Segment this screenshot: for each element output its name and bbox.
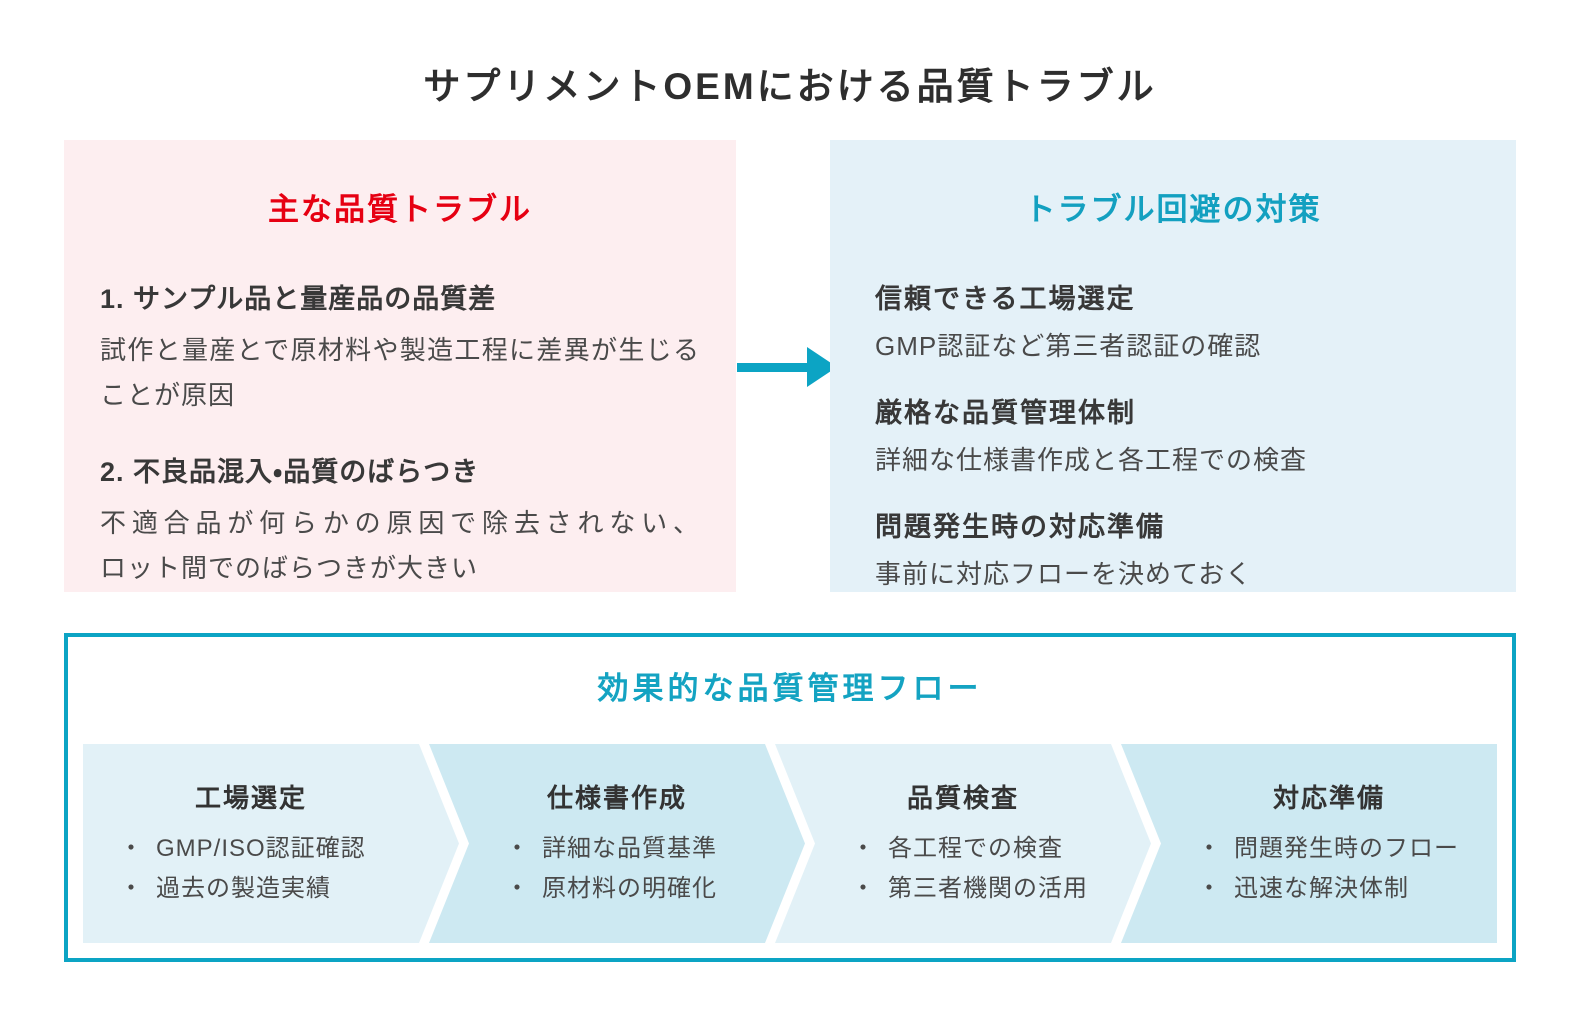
right-arrow-icon (737, 347, 837, 387)
countermeasure-item-3-body: 事前に対応フローを決めておく (875, 559, 1253, 589)
flow-step-1-bullet-2-text: 過去の製造実績 (156, 875, 331, 902)
flow-step-2-bullet-2-text: 原材料の明確化 (542, 875, 717, 902)
flow-panel-title: 効果的な品質管理フロー (597, 671, 983, 706)
flow-step-4-bullet-1-text: 問題発生時のフロー (1234, 835, 1459, 862)
countermeasure-item-2: 厳格な品質管理体制 詳細な仕様書作成と各工程での検査 (875, 391, 1471, 477)
trouble-item-2-heading: 2. 不良品混入・品質のばらつき (100, 457, 480, 487)
bullet-marker-icon: ・ (119, 835, 144, 862)
bullet-marker-icon: ・ (1197, 835, 1222, 862)
flow-step-3-bullet-1: ・ 各工程での検査 (775, 829, 1151, 869)
countermeasure-item-2-heading: 厳格な品質管理体制 (875, 398, 1136, 428)
flow-step-4-bullet-2: ・ 迅速な解決体制 (1121, 869, 1497, 909)
bullet-marker-icon: ・ (851, 835, 876, 862)
arrow-shaft (737, 362, 807, 372)
flow-step-4-bullet-1: ・ 問題発生時のフロー (1121, 829, 1497, 869)
countermeasure-item-1-heading: 信頼できる工場選定 (875, 284, 1136, 314)
countermeasure-item-3-heading: 問題発生時の対応準備 (875, 512, 1165, 542)
flow-step-3-bullet-2-text: 第三者機関の活用 (888, 875, 1088, 902)
flow-step-2-title: 仕様書作成 (546, 783, 687, 813)
bullet-marker-icon: ・ (119, 875, 144, 902)
countermeasure-panel-title: トラブル回避の対策 (1024, 192, 1322, 227)
bullet-marker-icon: ・ (505, 875, 530, 902)
flow-steps: 工場選定 ・ GMP/ISO認証確認 ・ 過去の製造実績 仕様書作成 ・ 詳細な… (83, 744, 1497, 943)
trouble-item-1-heading: 1. サンプル品と量産品の品質差 (100, 284, 497, 314)
flow-step-response-preparation: 対応準備 ・ 問題発生時のフロー ・ 迅速な解決体制 (1121, 744, 1497, 943)
flow-step-1-title: 工場選定 (194, 783, 307, 813)
trouble-item-1-body-line-2: ことが原因 (100, 380, 236, 410)
flow-step-3-title: 品質検査 (906, 783, 1019, 813)
flow-step-2-bullet-2: ・ 原材料の明確化 (429, 869, 805, 909)
countermeasure-item-1-body: GMP認証など第三者認証の確認 (875, 331, 1262, 361)
flow-step-2-bullet-1-text: 詳細な品質基準 (542, 835, 717, 862)
trouble-panel-title: 主な品質トラブル (268, 192, 532, 227)
flow-step-2-bullet-1: ・ 詳細な品質基準 (429, 829, 805, 869)
countermeasure-item-2-body: 詳細な仕様書作成と各工程での検査 (875, 445, 1308, 475)
flow-step-1-bullet-1-text: GMP/ISO認証確認 (156, 835, 366, 862)
bullet-marker-icon: ・ (851, 875, 876, 902)
trouble-item-2-body-line-1: 不適合品が何らかの原因で除去されない、 (100, 508, 700, 538)
trouble-panel: 主な品質トラブル 1. サンプル品と量産品の品質差 試作と量産とで原材料や製造工… (64, 140, 736, 592)
bullet-marker-icon: ・ (505, 835, 530, 862)
bullet-marker-icon: ・ (1197, 875, 1222, 902)
flow-step-4-bullet-2-text: 迅速な解決体制 (1234, 875, 1409, 902)
flow-step-4-title: 対応準備 (1272, 783, 1385, 813)
page-title: サプリメントOEMにおける品質トラブル (423, 66, 1157, 107)
countermeasure-item-3: 問題発生時の対応準備 事前に対応フローを決めておく (875, 505, 1471, 591)
trouble-item-2: 2. 不良品混入・品質のばらつき 不適合品が何らかの原因で除去されない、 ロット… (100, 450, 700, 591)
trouble-item-1-body-line-1: 試作と量産とで原材料や製造工程に差異が生じる (100, 335, 700, 365)
countermeasure-item-1: 信頼できる工場選定 GMP認証など第三者認証の確認 (875, 277, 1471, 363)
flow-step-factory-selection: 工場選定 ・ GMP/ISO認証確認 ・ 過去の製造実績 (83, 744, 459, 943)
flow-step-3-bullet-2: ・ 第三者機関の活用 (775, 869, 1151, 909)
trouble-item-2-body-line-2: ロット間でのばらつきが大きい (100, 553, 479, 583)
flow-panel: 効果的な品質管理フロー 工場選定 ・ GMP/ISO認証確認 ・ 過去の製造実績… (64, 633, 1516, 962)
flow-step-quality-inspection: 品質検査 ・ 各工程での検査 ・ 第三者機関の活用 (775, 744, 1151, 943)
countermeasure-panel: トラブル回避の対策 信頼できる工場選定 GMP認証など第三者認証の確認 厳格な品… (830, 140, 1516, 592)
flow-step-3-bullet-1-text: 各工程での検査 (888, 835, 1063, 862)
trouble-item-1: 1. サンプル品と量産品の品質差 試作と量産とで原材料や製造工程に差異が生じる … (100, 277, 700, 418)
flow-step-spec-creation: 仕様書作成 ・ 詳細な品質基準 ・ 原材料の明確化 (429, 744, 805, 943)
flow-step-1-bullet-1: ・ GMP/ISO認証確認 (83, 829, 459, 869)
flow-step-1-bullet-2: ・ 過去の製造実績 (83, 869, 459, 909)
